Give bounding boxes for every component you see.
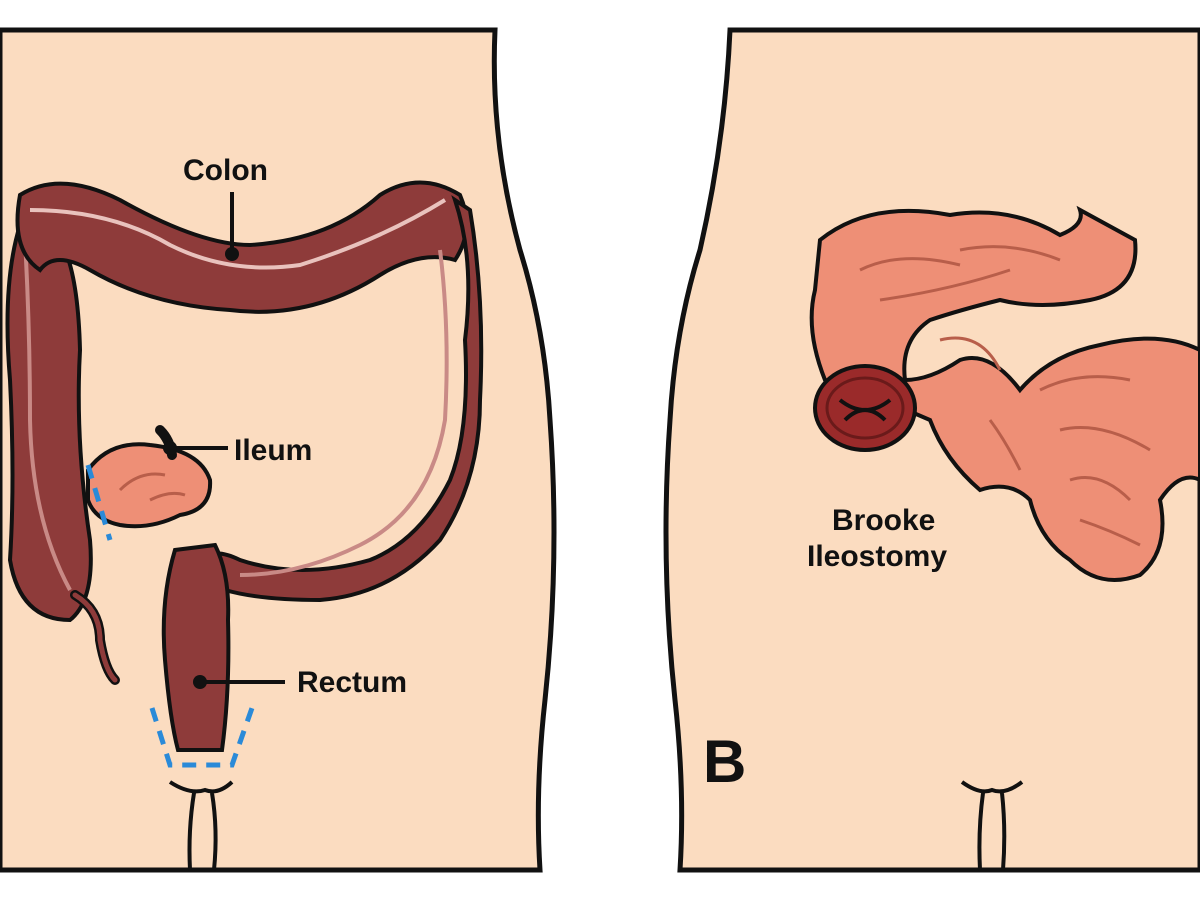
- transverse-highlight: [29, 198, 447, 270]
- panel-b-label: B: [703, 728, 746, 795]
- crotch-b: [960, 780, 1024, 871]
- crotch-a: [168, 780, 234, 871]
- colon-label: Colon: [183, 154, 268, 187]
- panel-a: Colon Ileum Rectum: [0, 27, 557, 873]
- rectum: [161, 542, 231, 752]
- ascending-highlight: [23, 239, 72, 591]
- dashed-cut-marker: [85, 464, 113, 541]
- ileum-label: Ileum: [234, 434, 312, 467]
- rectum-label: Rectum: [297, 666, 407, 699]
- small-intestine: [809, 205, 1200, 582]
- descending-highlight: [239, 249, 449, 577]
- small-intestine-folds: [859, 245, 1151, 547]
- dashed-cut-marker: [149, 707, 255, 768]
- stoma-label-line2: Ileostomy: [807, 540, 947, 573]
- ileum: [86, 442, 213, 529]
- transverse-colon: [15, 180, 469, 314]
- stoma-label-line1: Brooke: [832, 504, 935, 537]
- panel-b: Brooke Ileostomy B: [663, 27, 1200, 873]
- stoma-icon: [813, 364, 917, 452]
